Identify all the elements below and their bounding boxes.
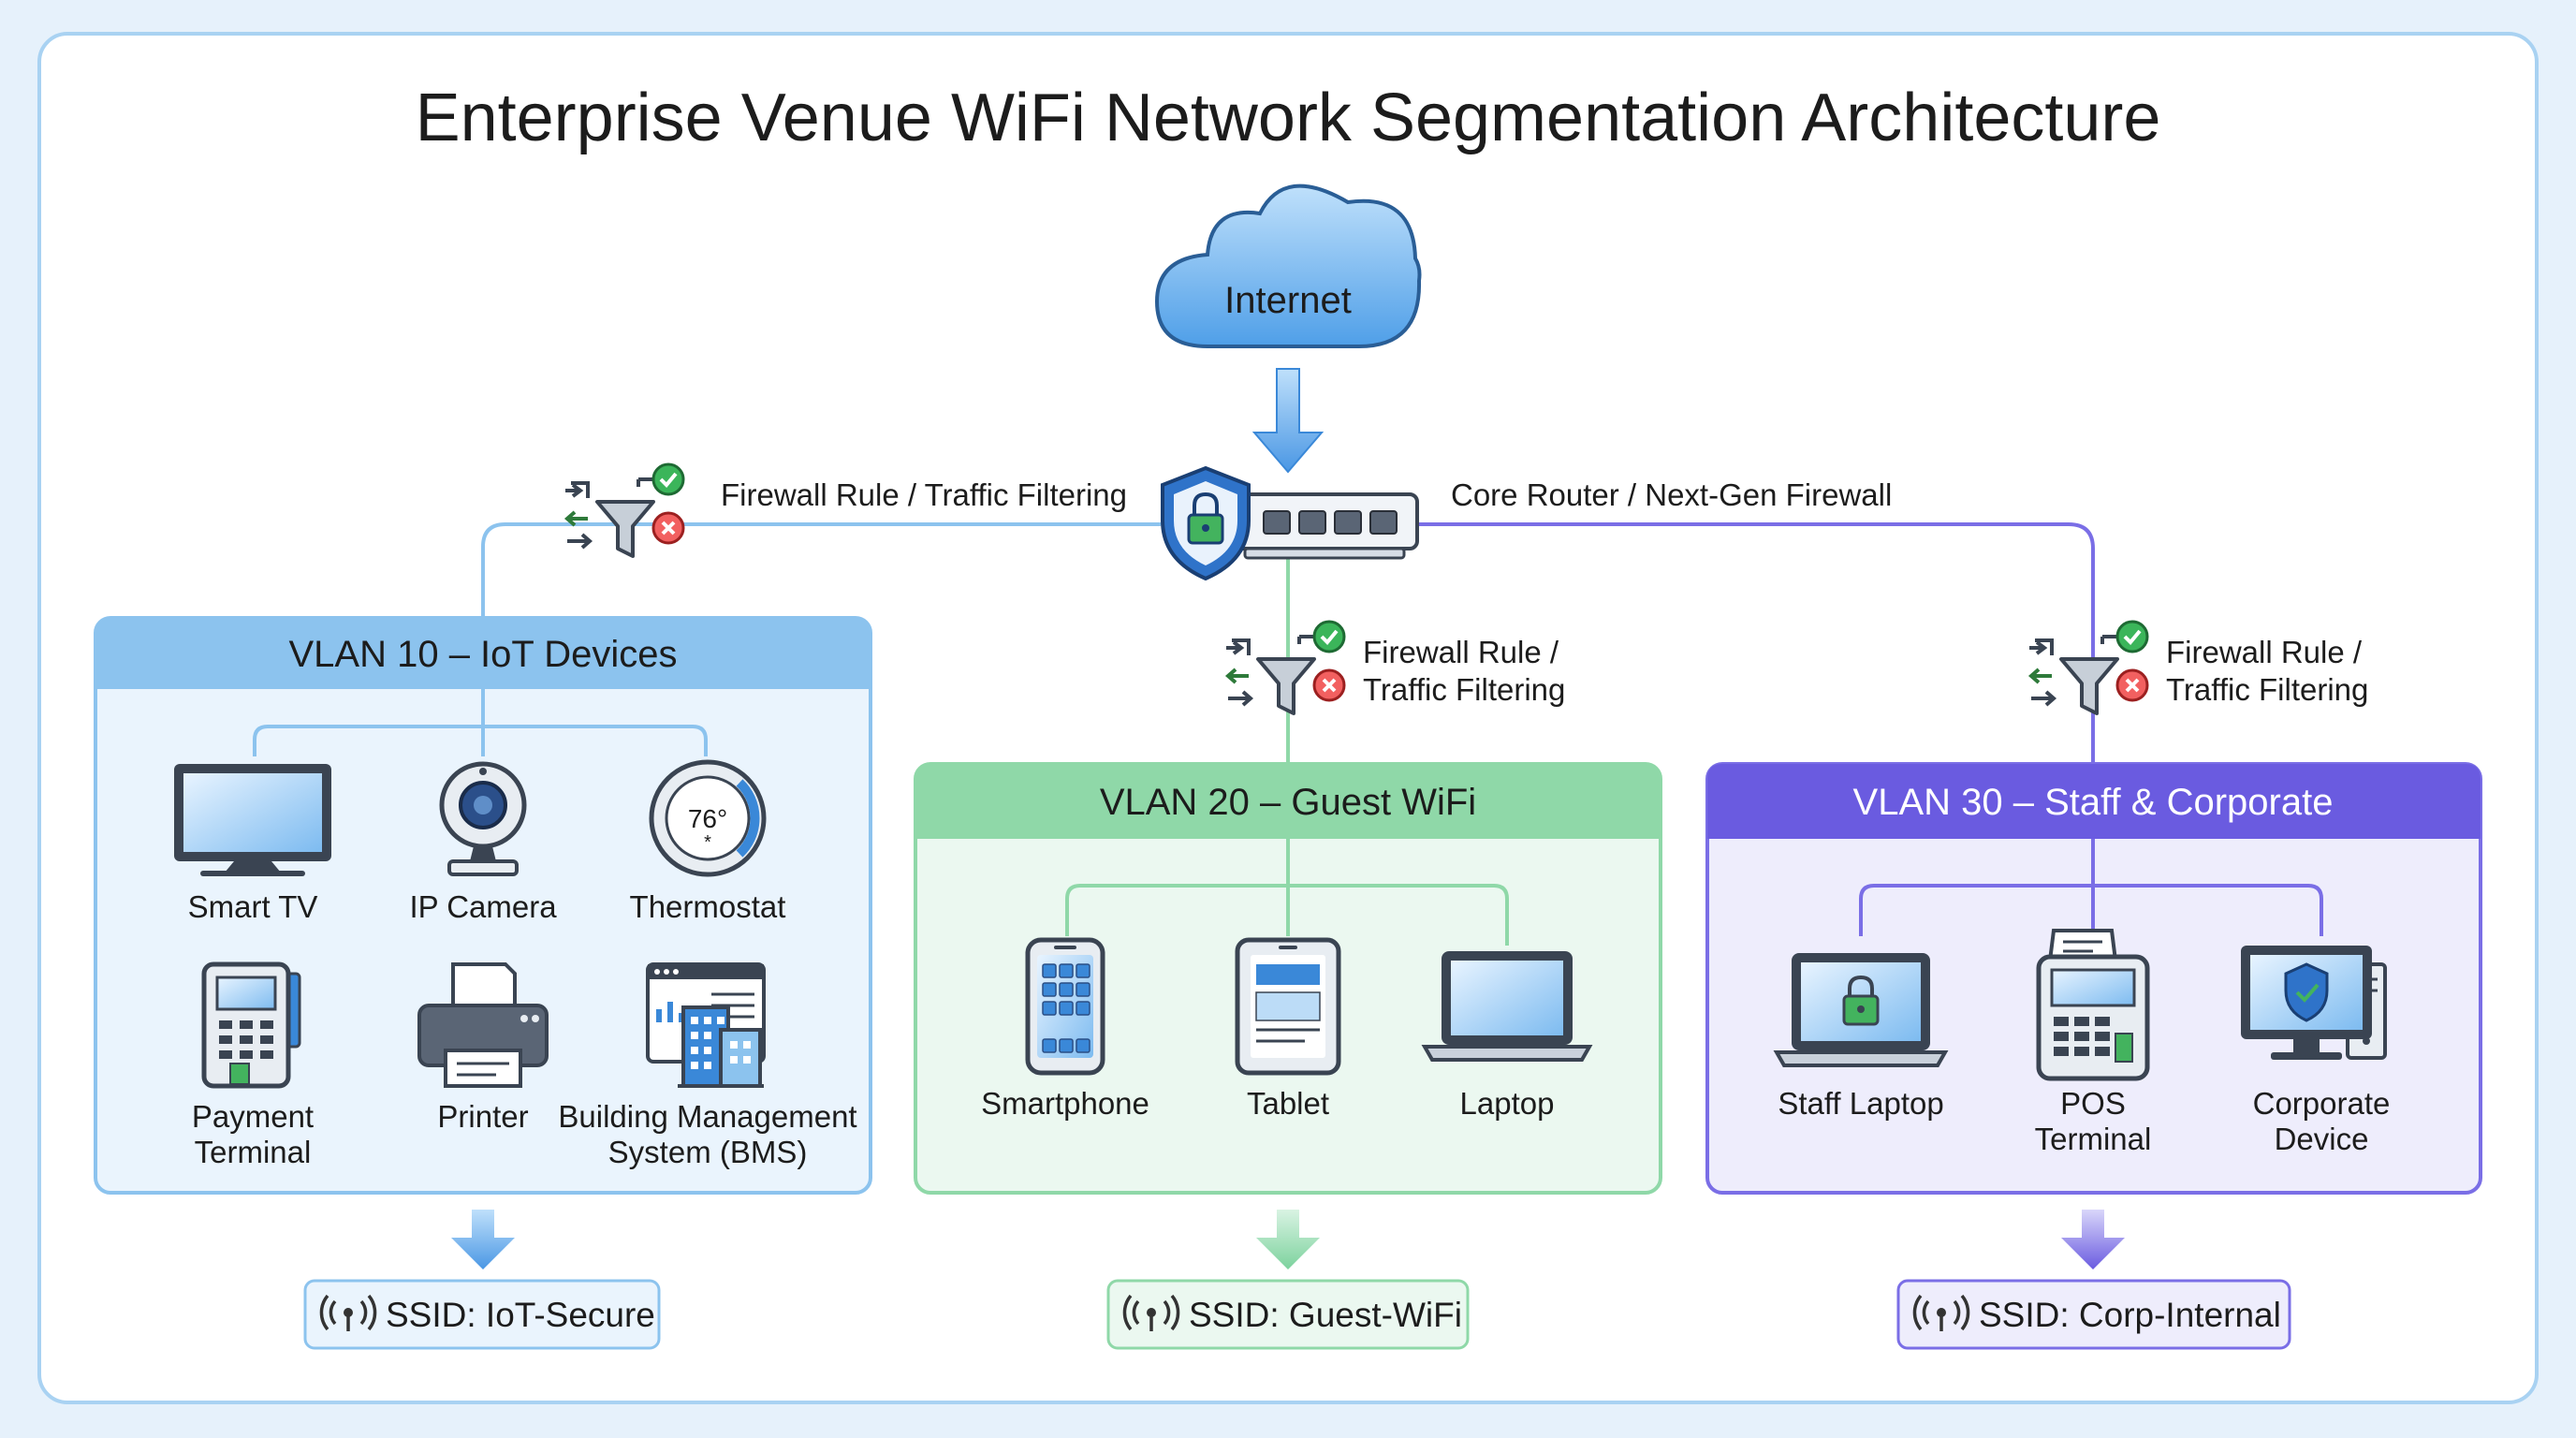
device-label-payment-1: Payment <box>192 1099 314 1134</box>
staff-laptop-icon <box>1773 953 1949 1067</box>
device-label-corporate-1: Corporate <box>2253 1086 2391 1121</box>
firewall-rule-label-mid-1: Firewall Rule / <box>1363 635 1559 669</box>
link-to-vlan10 <box>481 522 1161 618</box>
vlan20-guest-panel: VLAN 20 – Guest WiFi Smartphone Tablet <box>914 762 1662 1195</box>
vlan30-to-ssid-arrow <box>2061 1210 2125 1269</box>
pos-terminal-icon <box>2036 929 2150 1081</box>
ssid-iot-secure-badge: SSID: IoT-Secure <box>303 1279 661 1350</box>
tablet-icon <box>1235 937 1341 1076</box>
diagram-title: Enterprise Venue WiFi Network Segmentati… <box>416 81 2161 155</box>
vlan10-iot-panel: VLAN 10 – IoT Devices Smart TV IP Camera… <box>94 616 872 1195</box>
firewall-rule-label-right-2: Traffic Filtering <box>2166 672 2368 707</box>
device-label-ip-camera: IP Camera <box>409 889 557 924</box>
laptop-icon <box>1421 951 1593 1062</box>
device-label-thermostat: Thermostat <box>630 889 786 924</box>
ssid-corp-label: SSID: Corp-Internal <box>1979 1296 2281 1334</box>
corporate-device-icon <box>2241 946 2387 1060</box>
ssid-guest-wifi-badge: SSID: Guest-WiFi <box>1106 1279 1470 1350</box>
vlan30-title: VLAN 30 – Staff & Corporate <box>1853 782 2334 823</box>
smartphone-icon <box>1025 937 1105 1076</box>
device-label-laptop: Laptop <box>1460 1086 1555 1121</box>
internet-to-core-arrow <box>1251 368 1325 474</box>
core-router-icon <box>1230 492 1419 560</box>
core-router-label: Core Router / Next-Gen Firewall <box>1451 477 1892 512</box>
device-label-smart-tv: Smart TV <box>188 889 318 924</box>
firewall-rule-label-mid-2: Traffic Filtering <box>1363 672 1565 707</box>
device-label-bms-2: System (BMS) <box>608 1135 808 1169</box>
vlan20-to-ssid-arrow <box>1256 1210 1320 1269</box>
building-management-icon <box>646 962 766 1088</box>
svg-text:*: * <box>704 832 711 853</box>
ssid-iot-label: SSID: IoT-Secure <box>386 1296 655 1334</box>
device-label-bms-1: Building Management <box>558 1099 856 1134</box>
internet-label: Internet <box>1224 280 1352 321</box>
firewall-shield-icon <box>1161 465 1251 581</box>
link-to-vlan30 <box>1413 522 2095 766</box>
vlan20-title: VLAN 20 – Guest WiFi <box>1100 782 1476 823</box>
thermostat-icon: 76° * <box>649 759 767 877</box>
payment-terminal-icon <box>201 961 301 1089</box>
device-label-pos-1: POS <box>2060 1086 2126 1121</box>
firewall-rule-label-right-1: Firewall Rule / <box>2166 635 2363 669</box>
vlan10-to-ssid-arrow <box>451 1210 515 1269</box>
thermostat-reading: 76° <box>688 804 727 833</box>
ssid-guest-label: SSID: Guest-WiFi <box>1189 1296 1462 1334</box>
device-label-smartphone: Smartphone <box>981 1086 1149 1121</box>
device-label-payment-2: Terminal <box>195 1135 312 1169</box>
ssid-corp-internal-badge: SSID: Corp-Internal <box>1896 1279 2291 1350</box>
device-label-staff-laptop: Staff Laptop <box>1778 1086 1943 1121</box>
device-label-corporate-2: Device <box>2275 1122 2369 1156</box>
vlan30-staff-panel: VLAN 30 – Staff & Corporate Staff Laptop <box>1705 762 2482 1195</box>
internet-cloud-icon: Internet <box>1154 183 1422 348</box>
ip-camera-icon <box>439 761 527 876</box>
device-label-pos-2: Terminal <box>2035 1122 2152 1156</box>
printer-icon <box>417 962 549 1088</box>
device-label-tablet: Tablet <box>1247 1086 1329 1121</box>
smart-tv-icon <box>174 764 331 876</box>
vlan10-title: VLAN 10 – IoT Devices <box>288 634 677 675</box>
device-label-printer: Printer <box>437 1099 528 1134</box>
firewall-rule-label-left: Firewall Rule / Traffic Filtering <box>721 477 1127 512</box>
